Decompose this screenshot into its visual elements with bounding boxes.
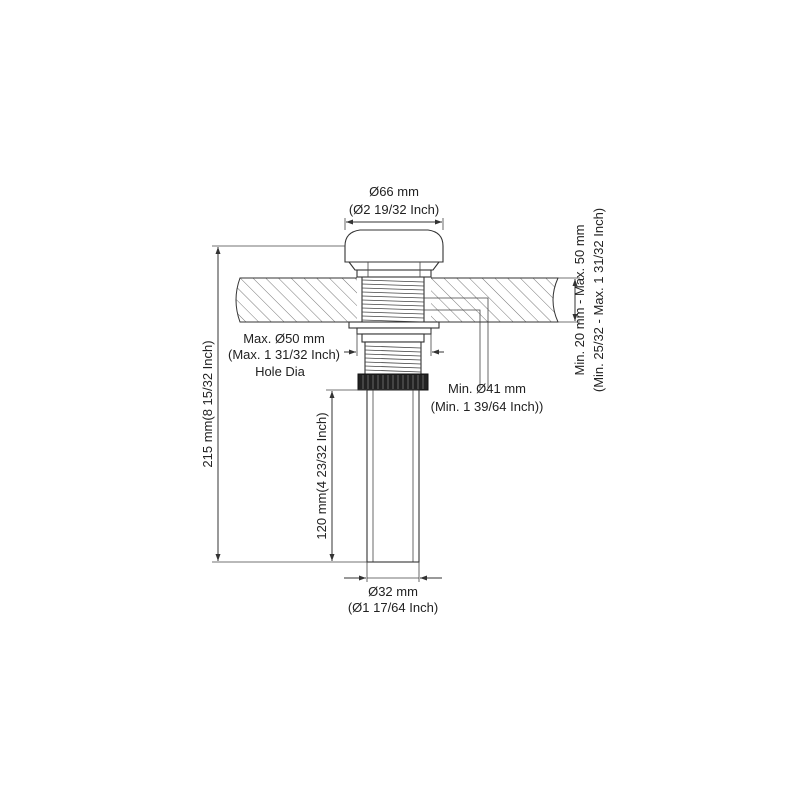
tail-diameter-mm: Ø32 mm xyxy=(368,584,418,599)
thread-min-mm: Min. Ø41 mm xyxy=(448,381,526,396)
lower-thread xyxy=(364,341,422,377)
cap-diameter-dimension: Ø66 mm (Ø2 19/32 Inch) xyxy=(344,184,444,230)
hole-max-mm: Max. Ø50 mm xyxy=(243,331,325,346)
hole-diameter-dimension: Max. Ø50 mm (Max. 1 31/32 Inch) Hole Dia xyxy=(228,330,444,379)
drain-cap xyxy=(344,229,444,278)
hole-dia-caption: Hole Dia xyxy=(255,364,306,379)
tail-diameter-dimension: Ø32 mm (Ø1 17/64 Inch) xyxy=(344,562,442,615)
cap-diameter-inch: (Ø2 19/32 Inch) xyxy=(349,202,439,217)
threaded-body xyxy=(361,275,425,327)
thread-diameter-leader: Min. Ø41 mm (Min. 1 39/64 Inch)) xyxy=(424,297,544,414)
lower-flange xyxy=(348,321,440,343)
thickness-range-mm: Min. 20 mm - Max. 50 mm xyxy=(572,225,587,376)
tail-length-label: 120 mm(4 23/32 Inch) xyxy=(314,412,329,539)
tail-diameter-inch: (Ø1 17/64 Inch) xyxy=(348,600,438,615)
lock-nut xyxy=(357,373,429,391)
tail-pipe xyxy=(366,389,420,563)
overall-height-label: 215 mm(8 15/32 Inch) xyxy=(200,340,215,467)
thread-min-inch: (Min. 1 39/64 Inch)) xyxy=(431,399,544,414)
overall-height-dimension: 215 mm(8 15/32 Inch) xyxy=(200,245,367,563)
counter-thickness-dimension: Min. 20 mm - Max. 50 mm (Min. 25/32 - Ma… xyxy=(558,208,606,392)
cap-diameter-mm: Ø66 mm xyxy=(369,184,419,199)
tail-length-dimension: 120 mm(4 23/32 Inch) xyxy=(314,389,367,561)
thickness-range-inch: (Min. 25/32 - Max. 1 31/32 Inch) xyxy=(591,208,606,392)
hole-max-inch: (Max. 1 31/32 Inch) xyxy=(228,347,340,362)
